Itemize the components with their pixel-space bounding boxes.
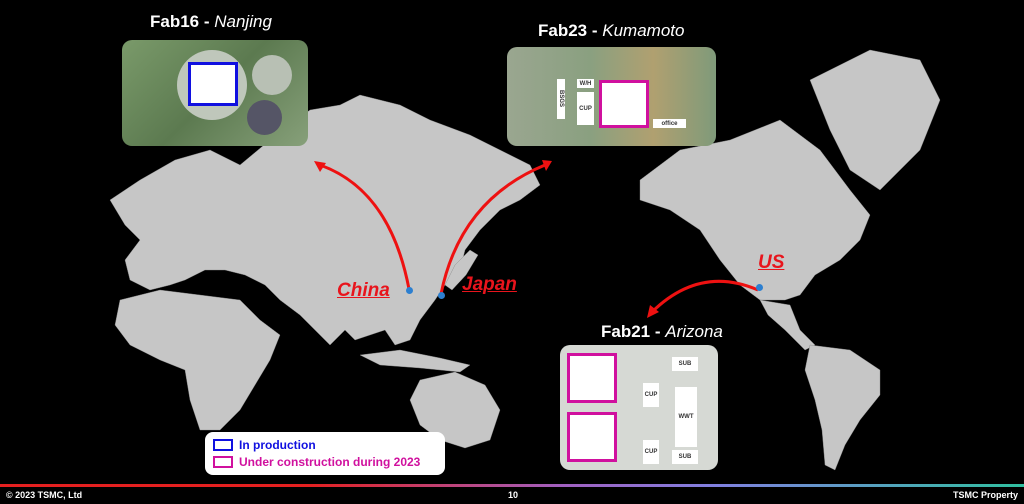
legend-in-production: In production bbox=[213, 436, 437, 453]
country-label-japan: Japan bbox=[462, 274, 517, 295]
cup-label: CUP bbox=[643, 383, 659, 407]
bsgs-label: BSGS bbox=[557, 79, 565, 119]
page-number: 10 bbox=[508, 490, 519, 500]
japan-location-marker bbox=[438, 292, 445, 299]
arrow-japan-fab23 bbox=[439, 163, 546, 295]
legend-under-construction: Under construction during 2023 bbox=[213, 453, 437, 470]
country-label-china: China bbox=[337, 280, 390, 301]
china-location-marker bbox=[406, 287, 413, 294]
legend-label: Under construction during 2023 bbox=[239, 454, 421, 469]
japan-land bbox=[444, 249, 479, 291]
copyright: © 2023 TSMC, Ltd bbox=[6, 490, 83, 500]
south-america bbox=[804, 344, 881, 471]
fab23-site-photo: BSGS W/H CUP office bbox=[507, 47, 716, 146]
north-america bbox=[639, 119, 871, 301]
australia bbox=[409, 371, 501, 449]
wh-label: W/H bbox=[577, 79, 594, 88]
fab16-in-production-box bbox=[188, 62, 238, 106]
fab16-site-photo bbox=[122, 40, 308, 146]
legend: In production Under construction during … bbox=[205, 432, 445, 475]
indonesia bbox=[359, 349, 471, 373]
us-location-marker bbox=[756, 284, 763, 291]
fab23-title: Fab23 - Kumamoto bbox=[538, 21, 685, 40]
arrowhead-icon bbox=[314, 161, 326, 172]
arrow-us-fab21 bbox=[650, 279, 759, 314]
arrowhead-icon bbox=[542, 160, 552, 171]
fab21-construction-box-1 bbox=[567, 353, 617, 403]
central-america bbox=[759, 299, 816, 351]
greenland bbox=[809, 49, 941, 191]
sub-label: SUB bbox=[672, 450, 698, 464]
property-notice: TSMC Property bbox=[952, 490, 1018, 500]
world-map bbox=[109, 49, 941, 471]
eurasia bbox=[109, 94, 541, 346]
arrows bbox=[319, 163, 759, 314]
footer-divider bbox=[0, 484, 1024, 487]
fab16-title: Fab16 - Nanjing bbox=[150, 12, 272, 31]
fab21-construction-box-2 bbox=[567, 412, 617, 462]
wwt-label: WWT bbox=[675, 387, 697, 447]
fab23-construction-box bbox=[599, 80, 649, 128]
office-label: office bbox=[653, 119, 686, 128]
magenta-square-icon bbox=[213, 455, 233, 468]
arrow-china-fab16 bbox=[319, 163, 411, 290]
country-label-us: US bbox=[758, 252, 785, 273]
blue-square-icon bbox=[213, 438, 233, 451]
fab21-site-photo: CUP CUP WWT SUB SUB bbox=[560, 345, 718, 470]
africa bbox=[114, 289, 281, 431]
legend-label: In production bbox=[239, 437, 316, 452]
cup-label: CUP bbox=[577, 92, 594, 125]
fab21-title: Fab21 - Arizona bbox=[601, 322, 723, 341]
cup-label: CUP bbox=[643, 440, 659, 464]
arrowhead-icon bbox=[647, 305, 659, 318]
sub-label: SUB bbox=[672, 357, 698, 371]
